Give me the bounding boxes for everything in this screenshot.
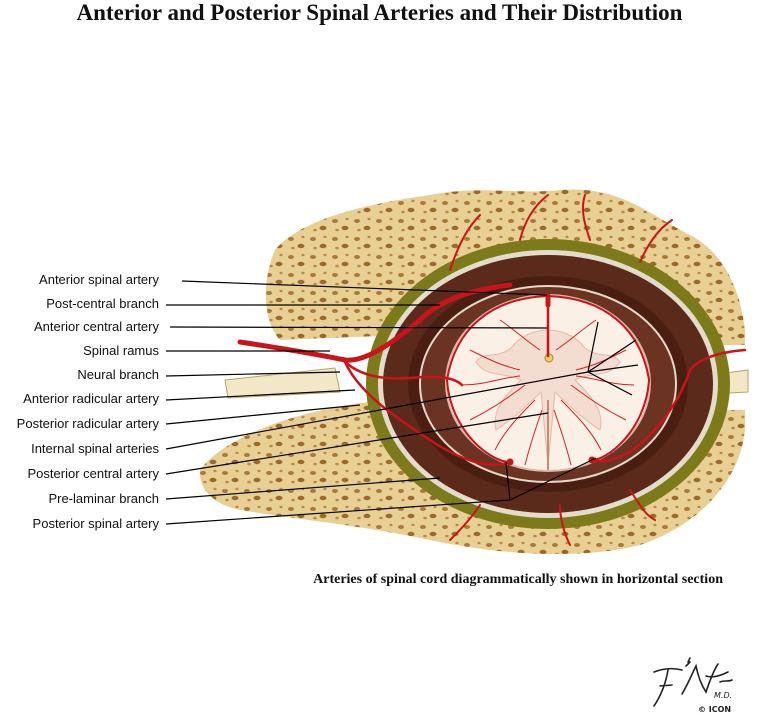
netter-signature: M.D. © ICON (653, 657, 733, 714)
label-anterior-radicular-artery: Anterior radicular artery (23, 391, 159, 406)
periosteal-branches-upper (449, 194, 673, 271)
label-posterior-radicular-artery: Posterior radicular artery (16, 416, 159, 431)
periosteal-branches-lower (449, 489, 656, 546)
radicular-artery (343, 360, 464, 387)
page-title: Anterior and Posterior Spinal Arteries a… (76, 0, 683, 25)
figure-caption: Arteries of spinal cord diagrammatically… (313, 572, 723, 587)
publisher-mark: © ICON (698, 705, 731, 714)
label-posterior-central-artery: Posterior central artery (27, 466, 160, 481)
posterior-radicular-artery (343, 360, 512, 466)
label-internal-spinal-arteries: Internal spinal arteries (31, 441, 159, 456)
arterial-vasocorona (445, 295, 651, 463)
right-radicular-artery (588, 348, 747, 463)
leader-lines (165, 280, 639, 525)
label-spinal-ramus: Spinal ramus (83, 343, 159, 358)
vertebra-upper-bone (265, 189, 745, 345)
label-posterior-spinal-artery: Posterior spinal artery (32, 516, 159, 531)
label-pre-laminar-branch: Pre-laminar branch (48, 491, 159, 506)
internal-spinal-arteries (461, 319, 635, 466)
label-anterior-spinal-artery: Anterior spinal artery (39, 272, 159, 287)
label-post-central-branch: Post-central branch (46, 296, 159, 311)
svg-text:M.D.: M.D. (714, 691, 732, 700)
posterior-spinal-artery-left (506, 458, 514, 466)
label-neural-branch: Neural branch (77, 367, 159, 382)
label-anterior-central-artery: Anterior central artery (34, 319, 159, 334)
